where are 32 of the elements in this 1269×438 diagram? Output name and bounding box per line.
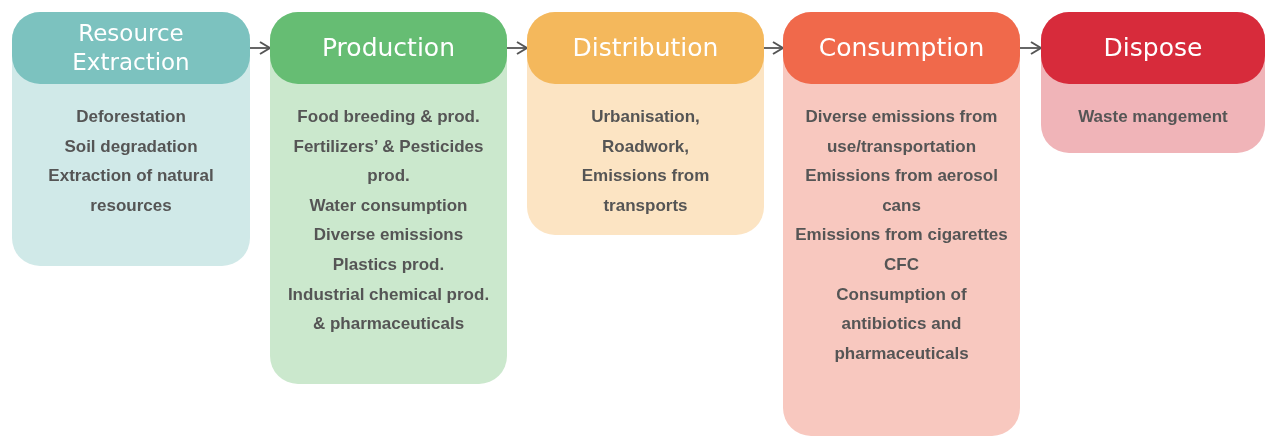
stage-item: Emissions from aerosol cans: [804, 165, 999, 217]
stage-header: Consumption: [783, 12, 1020, 84]
stage-header: Distribution: [527, 12, 764, 84]
stage-card: [1041, 12, 1265, 153]
stage-item: Water consumption: [309, 194, 468, 217]
stage-item: Emissions from transports: [580, 165, 711, 217]
stage-card: [527, 12, 764, 235]
stage-header: Production: [270, 12, 507, 84]
stage-item: Industrial chemical prod. & pharmaceuticals: [286, 283, 491, 336]
stage-item: Diverse emissions from use/transportation: [804, 106, 999, 158]
arrow: [249, 41, 271, 55]
stage-item: Food breeding & prod.: [297, 106, 480, 128]
stage-item: Consumption of antibiotics and pharmaceuticals: [833, 283, 970, 365]
stage-card: [270, 12, 507, 384]
arrow: [763, 41, 784, 55]
stage-item: Emissions from cigarettes: [795, 224, 1008, 247]
stage-card: [783, 12, 1020, 436]
stage-item: Fertilizers’ & Pesticides prod.: [292, 135, 485, 188]
stage-item: Extraction of natural resources: [47, 165, 215, 217]
stage-item: Waste mangement: [1078, 106, 1228, 128]
stage-card: [12, 12, 250, 266]
stage-item: Soil degradation: [64, 135, 198, 158]
stage-item: CFC: [884, 253, 919, 276]
stage-item: Deforestation: [76, 106, 186, 128]
stage-item: Diverse emissions: [313, 224, 464, 247]
arrow: [1019, 41, 1042, 55]
stage-header: Resource Extraction: [12, 12, 250, 84]
stage-item: Plastics prod.: [332, 253, 445, 276]
arrow: [506, 41, 528, 55]
stage-item: Roadwork,: [602, 135, 689, 158]
stage-header: Dispose: [1041, 12, 1265, 84]
stage-item: Urbanisation,: [591, 106, 700, 128]
